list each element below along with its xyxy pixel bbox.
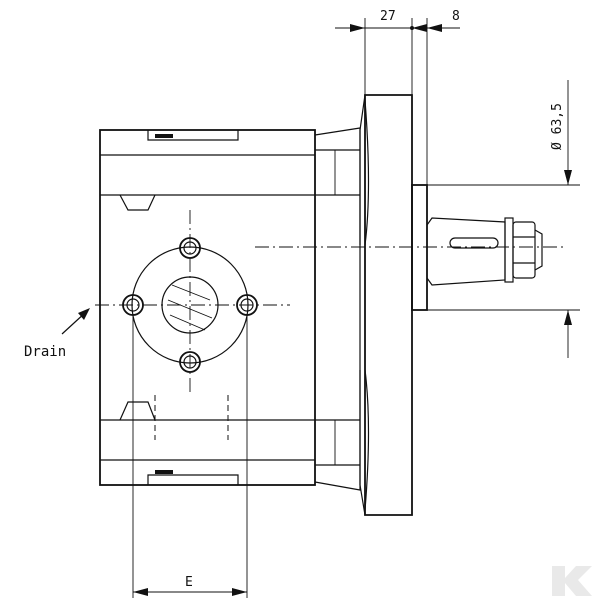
drain-label: Drain (24, 344, 66, 360)
pump-body (99, 129, 316, 486)
dimension-top: 27 8 (335, 9, 460, 185)
pilot-spigot (411, 184, 428, 311)
dimension-pilot-diameter: Ø 63,5 (427, 80, 580, 358)
port-spacing-dimension: E (185, 575, 193, 590)
flange-thickness-dimension: 27 (380, 9, 396, 24)
centre-lines (95, 210, 565, 395)
watermark-logo (552, 566, 592, 596)
dimension-port-spacing: E (132, 315, 248, 598)
drain-callout: Drain (24, 308, 90, 360)
shaft-offset-dimension: 8 (452, 9, 460, 24)
pilot-diameter-dimension: Ø 63,5 (550, 103, 565, 150)
drive-shaft (426, 217, 543, 286)
mounting-flange (359, 94, 413, 516)
body-to-flange-section (314, 127, 361, 491)
